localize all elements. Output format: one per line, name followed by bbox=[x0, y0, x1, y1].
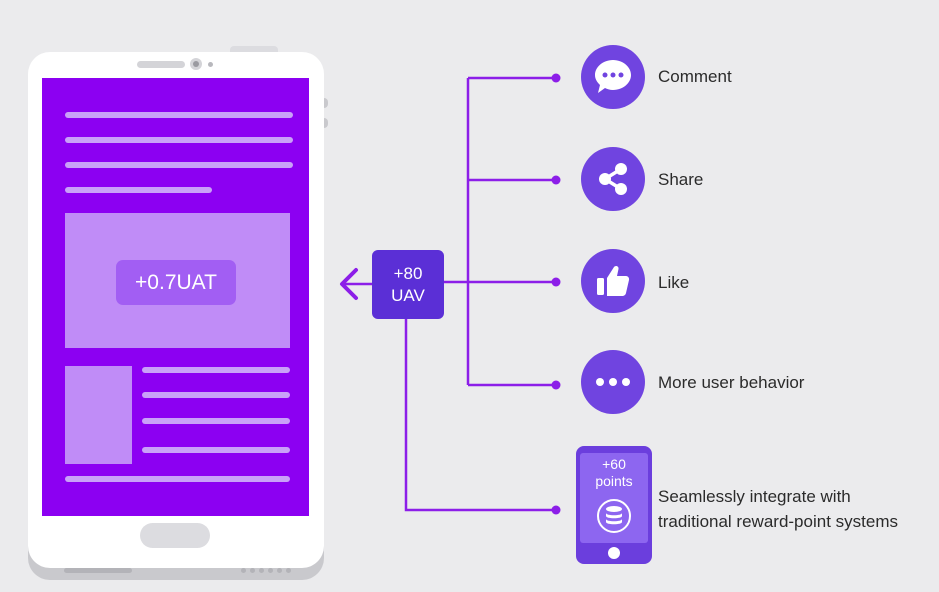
phone-grille-dot bbox=[268, 568, 273, 573]
content-thumbnail bbox=[65, 366, 132, 464]
text-line bbox=[65, 112, 293, 118]
points-amount: +60 bbox=[602, 456, 626, 472]
reward-label: Seamlessly integrate with traditional re… bbox=[658, 484, 898, 534]
behavior-label-share: Share bbox=[658, 170, 704, 189]
more-circle bbox=[581, 350, 645, 414]
arrow-head bbox=[340, 268, 358, 300]
uav-unit: UAV bbox=[391, 285, 425, 305]
text-line bbox=[65, 137, 293, 143]
phone-side-button bbox=[320, 98, 328, 108]
reward-label-line1: Seamlessly integrate with bbox=[658, 487, 851, 506]
points-text: +60 points bbox=[580, 456, 648, 490]
connector-dot bbox=[551, 175, 561, 185]
phone-speaker bbox=[137, 61, 185, 68]
text-line bbox=[142, 367, 290, 373]
connector-dot bbox=[551, 73, 561, 83]
phone-sensor bbox=[208, 62, 213, 67]
uav-reward-box: +80 UAV bbox=[372, 250, 444, 319]
comment-circle bbox=[581, 45, 645, 109]
phone-side-button bbox=[320, 118, 328, 128]
phone-grille-dot bbox=[250, 568, 255, 573]
phone-grille-dot bbox=[259, 568, 264, 573]
behavior-label-more: More user behavior bbox=[658, 373, 805, 392]
more-icon bbox=[596, 378, 630, 386]
text-line bbox=[142, 447, 290, 453]
phone-home-button bbox=[140, 523, 210, 548]
behavior-label-like: Like bbox=[658, 273, 690, 292]
phone-grille-dot bbox=[241, 568, 246, 573]
reward-phone-home-button bbox=[608, 547, 620, 559]
coin-stack-icon bbox=[597, 499, 631, 533]
connector-dot bbox=[551, 380, 561, 390]
text-line bbox=[142, 418, 290, 424]
points-unit: points bbox=[595, 473, 633, 489]
reward-line bbox=[404, 319, 556, 512]
phone-bottom-port bbox=[64, 568, 132, 573]
phone-grille-dot bbox=[286, 568, 291, 573]
text-line bbox=[65, 476, 290, 482]
thumbs-up-icon bbox=[597, 265, 630, 296]
uav-amount: +80 bbox=[393, 263, 423, 283]
comment-icon bbox=[595, 60, 631, 93]
share-circle bbox=[581, 147, 645, 211]
phone-camera bbox=[190, 58, 202, 70]
phone-grille-dot bbox=[277, 568, 282, 573]
text-line bbox=[142, 392, 290, 398]
phone-top-button bbox=[230, 46, 278, 56]
text-line bbox=[65, 187, 212, 193]
share-icon bbox=[599, 163, 627, 195]
like-circle bbox=[581, 249, 645, 313]
text-line bbox=[65, 162, 293, 168]
behavior-label-comment: Comment bbox=[658, 67, 732, 86]
reward-phone-screen bbox=[580, 453, 648, 543]
token-reward-badge: +0.7UAT bbox=[116, 260, 236, 305]
connector-dot bbox=[551, 505, 561, 515]
connector-dot bbox=[551, 277, 561, 287]
reward-label-line2: traditional reward-point systems bbox=[658, 512, 898, 531]
